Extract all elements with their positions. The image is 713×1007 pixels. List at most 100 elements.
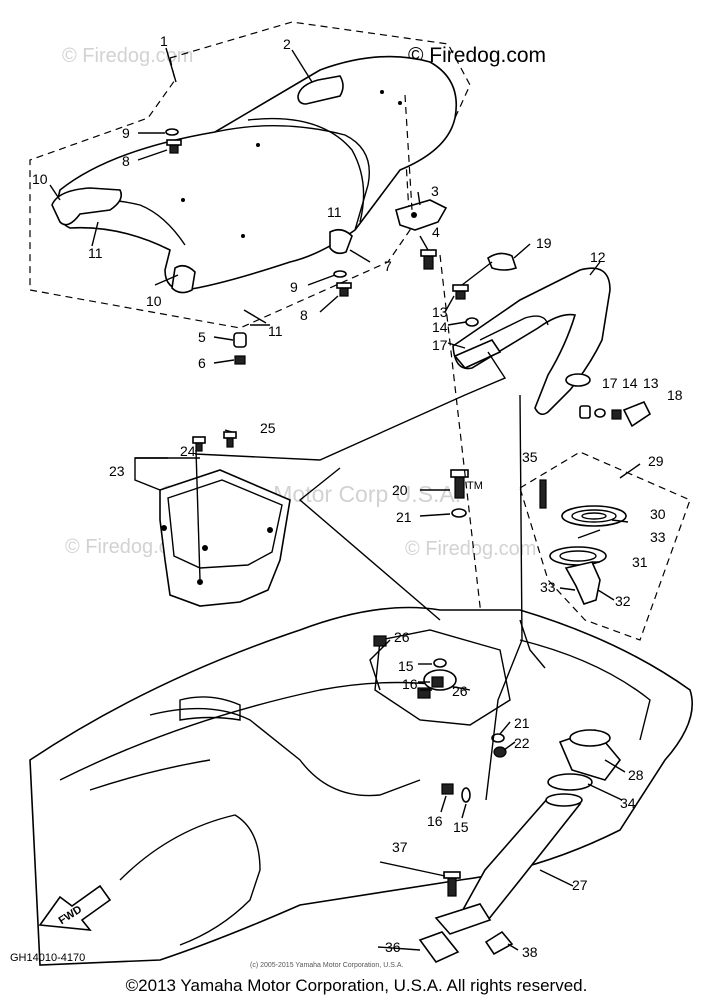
callout-4: 4 — [432, 224, 440, 240]
footer-copyright: ©2013 Yamaha Motor Corporation, U.S.A. A… — [125, 976, 588, 995]
callout-5: 5 — [198, 329, 206, 345]
hose-27 — [458, 793, 583, 921]
grommet-5 — [233, 332, 247, 348]
callout-26-upper: 26 — [394, 629, 410, 645]
washer-21-lower — [491, 733, 505, 743]
clip-19 — [487, 252, 518, 271]
callout-13-lower: 13 — [643, 375, 659, 391]
callout-16-upper: 16 — [402, 676, 418, 692]
callout-25: 25 — [260, 420, 276, 436]
nut-22 — [493, 746, 507, 758]
callout-11-right: 11 — [327, 204, 342, 220]
duct-28 — [558, 729, 622, 781]
leader-19 — [461, 261, 493, 286]
nut-6 — [234, 355, 246, 365]
callout-15-lower: 15 — [453, 819, 469, 835]
screw-24 — [192, 436, 206, 452]
watermark-mid-right: © Firedog.com — [405, 538, 536, 560]
callout-8-upper: 8 — [122, 153, 130, 169]
callout-23: 23 — [109, 463, 125, 479]
vent-body-32 — [564, 561, 601, 605]
seat-strap — [297, 75, 344, 105]
callout-21-center: 21 — [396, 509, 412, 525]
callout-28: 28 — [628, 767, 644, 783]
callout-9-upper: 9 — [122, 125, 130, 141]
callout-13-upper: 13 — [432, 304, 448, 320]
callout-26-lower: 26 — [452, 683, 468, 699]
bolt-13-lower — [611, 409, 622, 420]
nut-16-lower — [441, 783, 454, 795]
vent-assembly-boundary — [519, 451, 691, 641]
hull-deck — [29, 606, 693, 966]
callout-1: 1 — [160, 33, 168, 49]
callout-16-lower: 16 — [427, 813, 443, 829]
seat-bracket-3 — [395, 199, 448, 231]
washer-21-center — [451, 508, 467, 518]
washer-9-upper — [165, 128, 179, 136]
seat-hook-bottom — [171, 264, 196, 294]
clip-38 — [484, 930, 514, 956]
bolt-4 — [420, 249, 437, 270]
callout-18: 18 — [667, 387, 683, 403]
leader-lines — [49, 47, 641, 951]
callout-22: 22 — [514, 735, 530, 751]
bracket-36 — [418, 931, 460, 963]
callout-11-left: 11 — [88, 245, 103, 261]
watermark-top-left: © Firedog.com — [62, 45, 193, 67]
callout-31: 31 — [632, 554, 648, 570]
seat-hook-left — [51, 187, 123, 226]
trademark-mark: TM — [467, 480, 483, 492]
callout-19: 19 — [536, 235, 552, 251]
callout-17-upper: 17 — [432, 337, 448, 353]
callout-29: 29 — [648, 453, 664, 469]
watermark-top-right: © Firedog.com — [408, 44, 546, 67]
washer-15-lower — [461, 787, 471, 803]
callout-27: 27 — [572, 877, 588, 893]
callout-6: 6 — [198, 355, 206, 371]
seat-catch-7 — [329, 228, 353, 255]
callout-33-lower: 33 — [540, 579, 556, 595]
cap-18 — [622, 400, 652, 428]
seat-assembly-boundary — [29, 21, 471, 329]
callout-14-upper: 14 — [432, 319, 448, 335]
callout-2: 2 — [283, 36, 291, 52]
callout-32: 32 — [615, 593, 631, 609]
callout-15-upper: 15 — [398, 658, 414, 674]
callout-20: 20 — [392, 482, 408, 498]
bracket-plate-27 — [434, 903, 492, 935]
callout-10-upper: 10 — [32, 171, 48, 187]
storage-box-23 — [159, 469, 291, 607]
callout-38: 38 — [522, 944, 538, 960]
fwd-arrow — [38, 884, 112, 931]
vent-cap-30 — [561, 505, 627, 527]
seat-body — [56, 55, 457, 291]
callout-35: 35 — [522, 449, 538, 465]
callout-10-lower: 10 — [146, 293, 162, 309]
washer-15-upper — [433, 658, 447, 668]
screw-25 — [223, 431, 237, 448]
callout-11-bottom: 11 — [268, 323, 283, 339]
callout-34: 34 — [620, 795, 636, 811]
nut-16-upper — [431, 676, 444, 688]
bolt-13-upper — [452, 284, 469, 300]
callout-33-upper: 33 — [650, 529, 666, 545]
callout-3: 3 — [431, 183, 439, 199]
callout-12: 12 — [590, 249, 606, 265]
callout-8-lower: 8 — [300, 307, 308, 323]
leader-3-to-seat — [404, 94, 413, 211]
grab-bar-12 — [452, 267, 611, 416]
washer-9-lower — [333, 270, 347, 278]
callout-24: 24 — [180, 443, 196, 459]
bolt-8-lower — [336, 282, 352, 297]
callout-21-lower: 21 — [514, 715, 530, 731]
bolt-20 — [450, 469, 469, 499]
washer-14-upper — [465, 317, 479, 327]
leader-20-to-hull — [439, 254, 486, 651]
callout-9-lower: 9 — [290, 279, 298, 295]
callout-14-lower: 14 — [622, 375, 638, 391]
end-cap-17 — [453, 339, 502, 369]
cap-17-lower — [579, 405, 591, 419]
callout-17-lower: 17 — [602, 375, 618, 391]
callout-36: 36 — [385, 939, 401, 955]
